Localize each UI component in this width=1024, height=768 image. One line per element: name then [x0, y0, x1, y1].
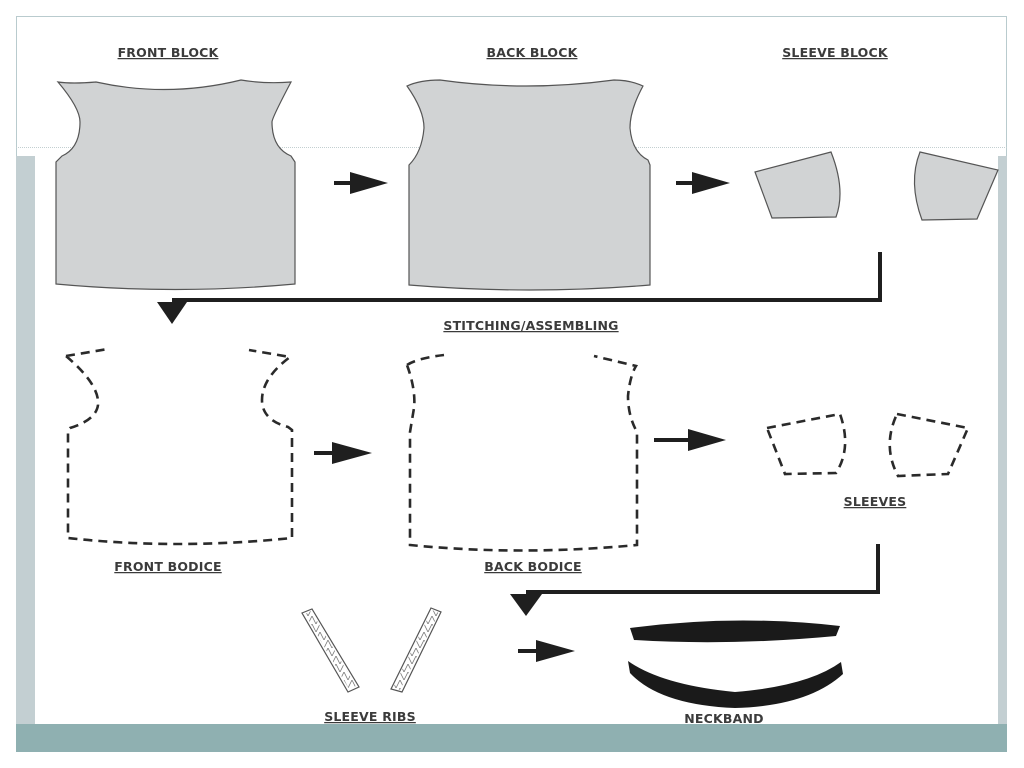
- front-bodice-shape: [65, 347, 294, 546]
- stitching-assembling-label: STITCHING/ASSEMBLING: [443, 318, 618, 333]
- connector-to-assembling: [157, 252, 882, 324]
- back-bodice-label: BACK BODICE: [484, 559, 582, 574]
- sleeves-label: SLEEVES: [844, 494, 907, 509]
- sleeve-ribs: [301, 607, 442, 693]
- left-sleeve-pieces: [765, 412, 847, 476]
- right-sleeve-pieces: [888, 412, 970, 478]
- arrow-front-to-back-block: [334, 172, 388, 194]
- neckband-lower: [628, 661, 843, 708]
- arrow-front-to-back-bodice: [314, 442, 372, 464]
- bottom-band: [16, 724, 1007, 752]
- right-sleeve-block: [913, 151, 999, 221]
- arrow-back-block-to-sleeve: [676, 172, 730, 194]
- sleeve-ribs-label: SLEEVE RIBS: [324, 709, 416, 724]
- front-block-label: FRONT BLOCK: [118, 45, 220, 60]
- right-side-band: [998, 156, 1007, 750]
- neckband-label: NECKBAND: [684, 711, 764, 726]
- back-block-shape: [406, 79, 651, 291]
- left-sleeve-block: [754, 151, 841, 219]
- arrow-back-bodice-to-sleeves: [654, 429, 726, 451]
- connector-to-finishing: [510, 544, 880, 616]
- left-side-band: [16, 156, 35, 750]
- arrow-ribs-to-neckband: [518, 640, 575, 662]
- front-bodice-label: FRONT BODICE: [114, 559, 221, 574]
- neckband-upper: [630, 620, 840, 643]
- back-bodice-shape: [405, 353, 639, 552]
- sleeve-block-label: SLEEVE BLOCK: [782, 45, 889, 60]
- back-block-label: BACK BLOCK: [487, 45, 579, 60]
- front-block-shape: [55, 79, 296, 291]
